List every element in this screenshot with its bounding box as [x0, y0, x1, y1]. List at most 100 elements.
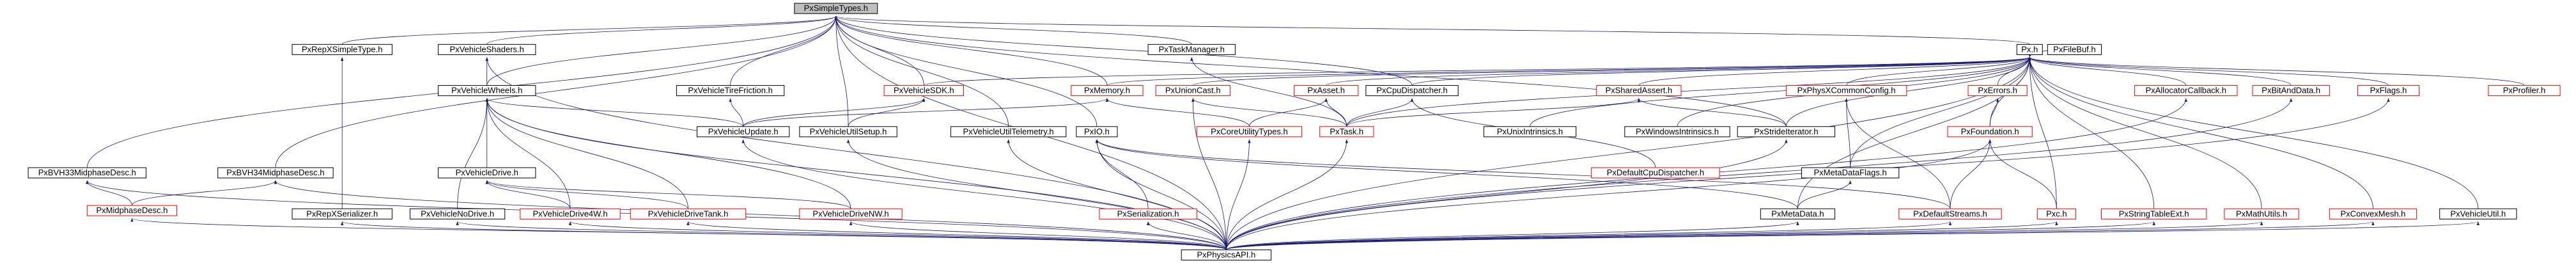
node-box [1155, 85, 1230, 97]
dependency-edge [1192, 57, 2031, 86]
node-label: PxBitAndData.h [2262, 86, 2320, 95]
node-veh-utiltel[interactable]: PxVehicleUtilTelemetry.h [950, 126, 1067, 138]
node-convexmesh[interactable]: PxConvexMesh.h [2329, 208, 2417, 219]
node-api[interactable]: PxPhysicsAPI.h [1181, 249, 1272, 261]
node-label: PxCoreUtilityTypes.h [1211, 127, 1288, 136]
node-label: PxTask.h [1330, 127, 1363, 136]
dependency-edge [1638, 57, 2031, 86]
dependency-edge [729, 98, 744, 127]
node-physxcommon[interactable]: PxPhysXCommonConfig.h [1785, 85, 1907, 97]
node-strideiter[interactable]: PxStrideIterator.h [1737, 126, 1836, 138]
node-unioncast[interactable]: PxUnionCast.h [1155, 85, 1230, 97]
node-box [950, 126, 1067, 138]
node-box [1099, 208, 1197, 219]
node-asset[interactable]: PxAsset.h [1294, 85, 1359, 97]
node-profiler[interactable]: PxProfiler.h [2488, 85, 2561, 97]
node-errors[interactable]: PxErrors.h [1967, 85, 2028, 97]
node-box [1365, 85, 1459, 97]
node-box [1196, 126, 1303, 138]
node-sharedassert[interactable]: PxSharedAssert.h [1596, 85, 1682, 97]
node-box [1801, 167, 1900, 179]
node-label: PxVehicleUtil.h [2450, 209, 2506, 218]
node-box [1785, 85, 1907, 97]
node-pxtask[interactable]: PxTask.h [1319, 126, 1374, 138]
node-box [1591, 167, 1720, 179]
node-metadata[interactable]: PxMetaData.h [1760, 208, 1836, 219]
node-veh-update[interactable]: PxVehicleUpdate.h [696, 126, 790, 138]
dependency-edge [741, 139, 1227, 250]
node-winintr[interactable]: PxWindowsIntrinsics.h [1624, 126, 1730, 138]
node-veh-utilsetup[interactable]: PxVehicleUtilSetup.h [799, 126, 897, 138]
node-box [409, 208, 506, 219]
node-defstreams[interactable]: PxDefaultStreams.h [1898, 208, 2002, 219]
node-label: PxVehicleTireFriction.h [688, 86, 772, 95]
node-veh-drive4w[interactable]: PxVehicleDrive4W.h [520, 208, 621, 219]
node-label: PxVehicleUpdate.h [708, 127, 779, 136]
node-label: PxRepXSimpleType.h [302, 44, 382, 54]
dependency-edge [1850, 57, 2031, 168]
dependency-edge [485, 98, 1227, 250]
node-bvh33[interactable]: PxBVH33MidphaseDesc.h [27, 167, 147, 179]
node-box [2047, 44, 2102, 55]
node-box [2037, 208, 2076, 219]
node-defcpudisp[interactable]: PxDefaultCpuDispatcher.h [1591, 167, 1720, 179]
node-box [291, 208, 392, 219]
dependency-edge [1845, 98, 1851, 168]
node-veh-wheels[interactable]: PxVehicleWheels.h [438, 85, 536, 97]
node-veh-sdk[interactable]: PxVehicleSDK.h [883, 85, 964, 97]
node-veh-drivetank[interactable]: PxVehicleDriveTank.h [630, 208, 747, 219]
node-box [676, 85, 785, 97]
node-label: PxCpuDispatcher.h [1376, 86, 1447, 95]
node-label: PxMemory.h [1084, 86, 1130, 95]
node-serialization[interactable]: PxSerialization.h [1099, 208, 1197, 219]
dependency-edge [1225, 139, 1992, 250]
node-alloccb[interactable]: PxAllocatorCallback.h [2134, 85, 2238, 97]
node-label: PxSerialization.h [1117, 209, 1179, 218]
node-unixintr[interactable]: PxUnixIntrinsics.h [1483, 126, 1577, 138]
node-pxio[interactable]: PxIO.h [1076, 126, 1118, 138]
dependency-edge [456, 221, 1227, 250]
dependency-edge [1225, 139, 1251, 250]
dependency-edge [1225, 221, 2479, 250]
node-taskmanager[interactable]: PxTaskManager.h [1147, 44, 1236, 55]
node-cpudisp[interactable]: PxCpuDispatcher.h [1365, 85, 1459, 97]
node-veh-drivenw[interactable]: PxVehicleDriveNW.h [799, 208, 903, 219]
node-box [883, 85, 964, 97]
node-box [27, 167, 147, 179]
dependency-edge [1007, 139, 1227, 250]
node-box [1319, 126, 1374, 138]
node-veh-tire[interactable]: PxVehicleTireFriction.h [676, 85, 785, 97]
node-repx-ser[interactable]: PxRepXSerializer.h [291, 208, 392, 219]
node-mathutils[interactable]: PxMathUtils.h [2224, 208, 2299, 219]
node-veh-shaders[interactable]: PxVehicleShaders.h [438, 44, 536, 55]
dependency-edge [1105, 98, 1250, 127]
node-bvh34[interactable]: PxBVH34MidphaseDesc.h [217, 167, 334, 179]
node-box [2357, 85, 2420, 97]
node-filebuf[interactable]: PxFileBuf.h [2047, 44, 2102, 55]
node-memory[interactable]: PxMemory.h [1071, 85, 1144, 97]
dependency-edge [834, 16, 1413, 86]
node-bitanddata[interactable]: PxBitAndData.h [2252, 85, 2330, 97]
dependency-edge [485, 98, 571, 209]
node-metaflags[interactable]: PxMetaDataFlags.h [1801, 167, 1900, 179]
node-midphase[interactable]: PxMidphaseDesc.h [86, 205, 178, 216]
node-foundation[interactable]: PxFoundation.h [1947, 126, 2033, 138]
dependency-edge [1846, 57, 2031, 86]
node-repx-simple[interactable]: PxRepXSimpleType.h [291, 44, 392, 55]
node-root[interactable]: PxSimpleTypes.h [794, 3, 878, 14]
node-box [1483, 126, 1577, 138]
node-veh-drive[interactable]: PxVehicleDrive.h [438, 167, 536, 179]
node-veh-nodrive[interactable]: PxVehicleNoDrive.h [409, 208, 506, 219]
node-coreutil[interactable]: PxCoreUtilityTypes.h [1196, 126, 1303, 138]
node-veh-util[interactable]: PxVehicleUtil.h [2439, 208, 2517, 219]
node-label: PxTaskManager.h [1159, 44, 1225, 54]
node-box [2134, 85, 2238, 97]
node-label: PxDefaultCpuDispatcher.h [1607, 168, 1704, 177]
node-pxc[interactable]: Pxc.h [2037, 208, 2076, 219]
node-strtable[interactable]: PxStringTableExt.h [2101, 208, 2207, 219]
node-label: PxUnixIntrinsics.h [1497, 127, 1563, 136]
node-flags[interactable]: PxFlags.h [2357, 85, 2420, 97]
dependency-edge [485, 98, 688, 209]
node-box [291, 44, 392, 55]
node-px[interactable]: Px.h [2016, 44, 2043, 55]
